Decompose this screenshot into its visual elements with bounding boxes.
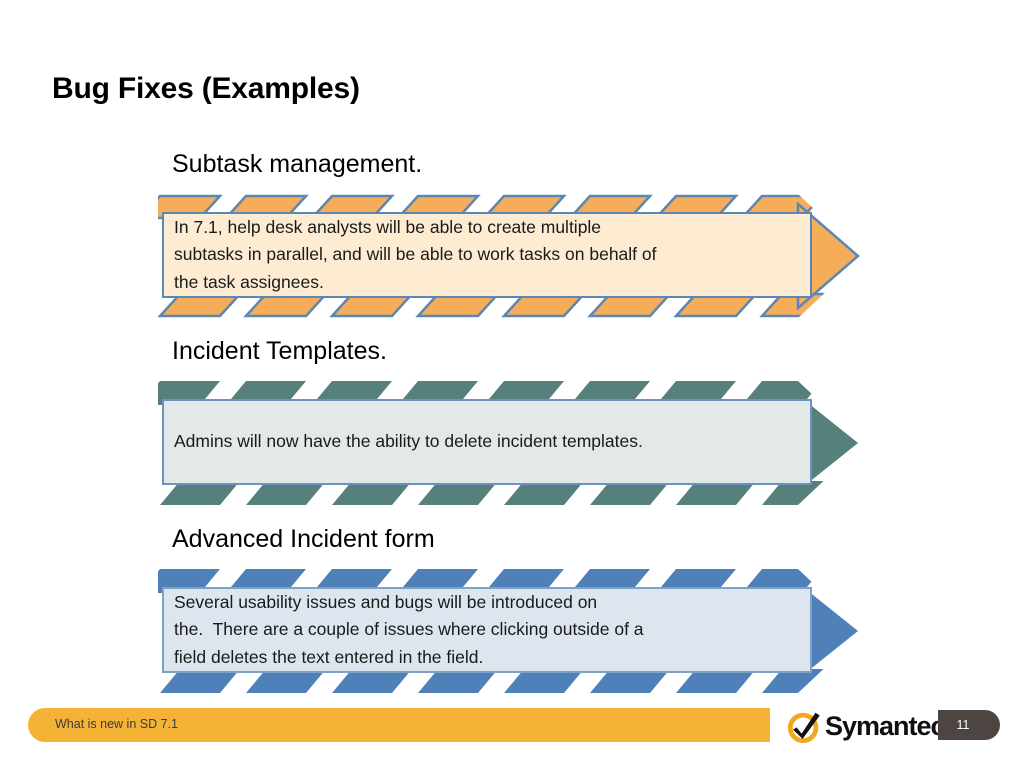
chevron-banner-incident-templates: Admins will now have the ability to dele… <box>158 381 864 505</box>
chevron-banner-advanced-incident-form: Several usability issues and bugs will b… <box>158 569 864 693</box>
banner-line: the. There are a couple of issues where … <box>174 619 644 640</box>
page-number: 11 <box>956 718 970 732</box>
banner-line: field deletes the text entered in the fi… <box>174 646 484 667</box>
symantec-logo: Symantec . <box>786 707 949 745</box>
symantec-checkmark-icon <box>787 712 820 744</box>
section-heading-subtask-management: Subtask management. <box>172 150 423 178</box>
banner-text-incident-templates: Admins will now have the ability to dele… <box>162 399 812 485</box>
banner-line: subtasks in parallel, and will be able t… <box>174 244 657 265</box>
page-title: Bug Fixes (Examples) <box>52 72 360 105</box>
banner-text-subtask-management: In 7.1, help desk analysts will be able … <box>162 212 812 298</box>
banner-line: In 7.1, help desk analysts will be able … <box>174 216 602 237</box>
symantec-wordmark: Symantec <box>825 710 946 741</box>
footer-bar <box>28 708 770 742</box>
banner-line: Admins will now have the ability to dele… <box>174 431 643 452</box>
section-heading-advanced-incident-form: Advanced Incident form <box>172 525 435 553</box>
section-heading-incident-templates: Incident Templates. <box>172 337 387 365</box>
footer-bar-label: What is new in SD 7.1 <box>55 717 178 731</box>
chevron-banner-subtask-management: In 7.1, help desk analysts will be able … <box>158 194 864 318</box>
banner-line: the task assignees. <box>174 271 324 292</box>
banner-text-advanced-incident-form: Several usability issues and bugs will b… <box>162 587 812 673</box>
banner-line: Several usability issues and bugs will b… <box>174 591 598 612</box>
page-number-badge: 11 <box>938 710 1000 740</box>
